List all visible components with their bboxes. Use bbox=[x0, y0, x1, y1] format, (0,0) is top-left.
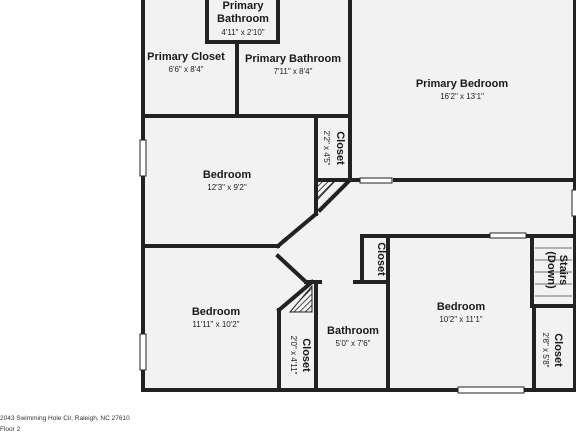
room-name-closet-lower-left: Closet bbox=[300, 338, 312, 372]
room-name-primary-bathroom-small-2: Bathroom bbox=[217, 13, 269, 25]
room-name-bedroom-upper-left: Bedroom bbox=[203, 169, 252, 181]
room-name-bedroom-right: Bedroom bbox=[437, 301, 486, 313]
room-fills bbox=[145, 0, 575, 390]
room-labels: Primary Bathroom 4'11" x 2'10" Primary C… bbox=[147, 0, 569, 375]
address-text: 2043 Swimming Hole Cir, Raleigh, NC 2761… bbox=[0, 415, 130, 422]
room-name-closet-right: Closet bbox=[552, 333, 564, 367]
room-dims-bedroom-upper-left: 12'3" x 9'2" bbox=[207, 183, 247, 192]
room-dims-primary-bathroom: 7'11" x 8'4" bbox=[274, 67, 313, 76]
room-dims-primary-bathroom-small: 4'11" x 2'10" bbox=[221, 28, 264, 37]
room-name-stairs: Stairs bbox=[557, 255, 569, 286]
room-name-primary-bathroom-small: Primary bbox=[223, 0, 265, 12]
room-name-primary-bedroom: Primary Bedroom bbox=[416, 78, 509, 90]
room-name-bedroom-lower-left: Bedroom bbox=[192, 306, 241, 318]
room-name-closet-top: Closet bbox=[334, 131, 346, 165]
hatched-area-lower bbox=[288, 284, 313, 313]
room-dims-bedroom-lower-left: 11'11" x 10'2" bbox=[192, 320, 239, 329]
room-dims-closet-lower-left: 2'0" x 4'11" bbox=[289, 336, 298, 375]
room-dims-closet-top: 2'2" x 4'5" bbox=[322, 131, 331, 166]
room-name-closet-mid: Closet bbox=[375, 242, 387, 276]
hatched-area-upper bbox=[316, 179, 338, 202]
floor-label: Floor 2 bbox=[0, 426, 21, 433]
room-name-bathroom: Bathroom bbox=[327, 325, 379, 337]
room-dims-closet-right: 2'8" x 5'8" bbox=[541, 333, 550, 368]
room-name-primary-bathroom: Primary Bathroom bbox=[245, 53, 341, 65]
room-dims-bedroom-right: 10'2" x 11'1" bbox=[439, 315, 482, 324]
room-name-stairs-2: (Down) bbox=[545, 251, 557, 289]
room-dims-primary-bedroom: 16'2" x 13'1" bbox=[440, 92, 484, 101]
stairs-treads bbox=[535, 247, 572, 297]
room-dims-primary-closet: 6'6" x 8'4" bbox=[169, 65, 204, 74]
room-dims-bathroom: 5'0" x 7'6" bbox=[336, 339, 371, 348]
room-name-primary-closet: Primary Closet bbox=[147, 51, 225, 63]
windows bbox=[139, 139, 576, 394]
